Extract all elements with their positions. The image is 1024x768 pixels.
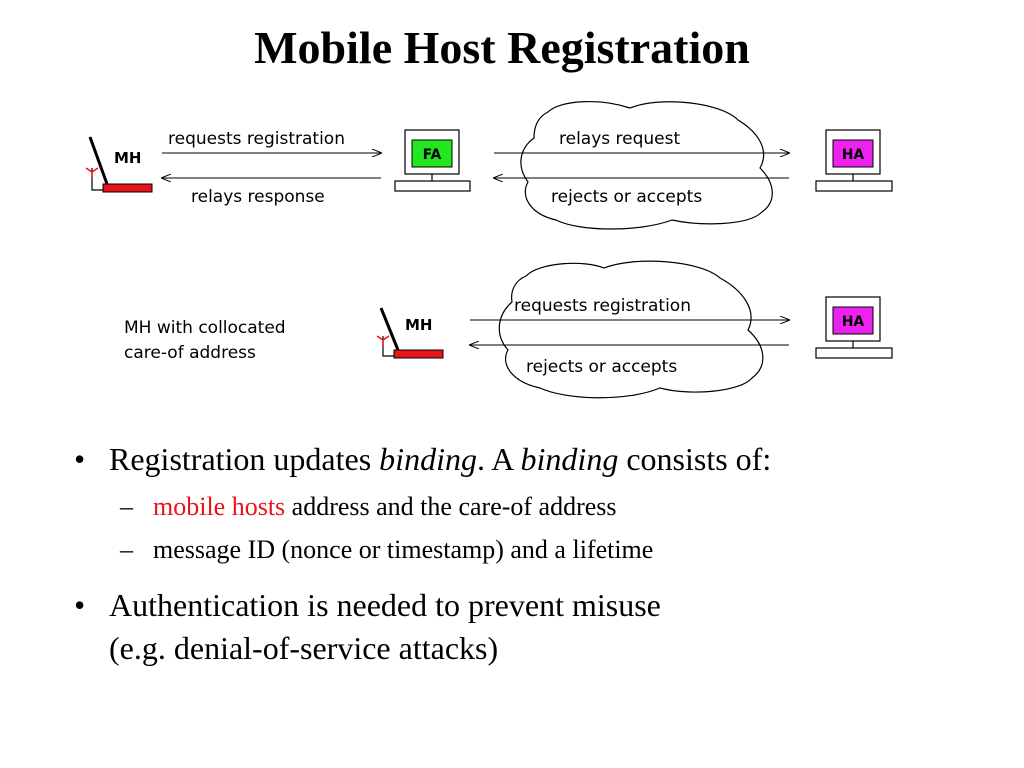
label-rejects-or-accepts-top: rejects or accepts [551,187,702,207]
ha-label-bottom: HA [842,314,865,330]
mh-label: MH [114,149,141,167]
bullet-authentication: Authentication is needed to prevent misu… [109,587,661,623]
foreign-agent-computer-icon [394,129,471,192]
registration-diagram: MH requests registration relays response… [85,101,893,399]
slide-title: Mobile Host Registration [254,22,750,73]
bullet-text: consists of: [618,441,772,477]
bullet-registration-updates: Registration updates binding. A binding … [109,439,771,479]
bullet-text: . A [476,441,521,477]
label-requests-registration: requests registration [168,129,345,149]
bullet-marker: • [74,441,86,477]
mh-label-bottom: MH [405,316,432,334]
sub-bullet-marker: – [120,492,133,521]
label-relays-response: relays response [191,187,325,207]
sub-bullet-highlight: mobile hosts [153,492,286,521]
bullet-authentication-continued: (e.g. denial-of-service attacks) [109,630,499,666]
sub-bullet-text: address and the care-of address [285,492,617,521]
label-rejects-or-accepts-bottom: rejects or accepts [526,357,677,377]
mobile-host-icon [85,136,153,193]
home-agent-computer-bottom-icon [815,296,893,359]
home-agent-computer-icon [815,129,893,192]
fa-label: FA [423,147,442,163]
bullet-marker: • [74,587,86,623]
sub-bullet-message-id: message ID (nonce or timestamp) and a li… [153,534,653,566]
caption-mh-collocated-line1: MH with collocated [124,318,286,338]
ha-label-top: HA [842,147,865,163]
collocated-mobile-host-icon [376,307,444,359]
caption-mh-collocated-line2: care-of address [124,343,256,363]
sub-bullet-marker: – [120,535,133,564]
label-relays-request: relays request [559,129,680,149]
bullet-emphasis-binding: binding [379,441,477,477]
network-cloud-bottom [498,260,764,399]
network-cloud-top [520,101,773,230]
bullet-text: Registration updates [109,441,380,477]
bullet-emphasis-binding: binding [520,441,619,477]
sub-bullet-mobile-hosts-address: mobile hosts address and the care-of add… [153,491,617,523]
label-requests-registration-bottom: requests registration [514,296,691,316]
sub-bullet-text: message ID (nonce or timestamp) and a li… [153,535,654,564]
